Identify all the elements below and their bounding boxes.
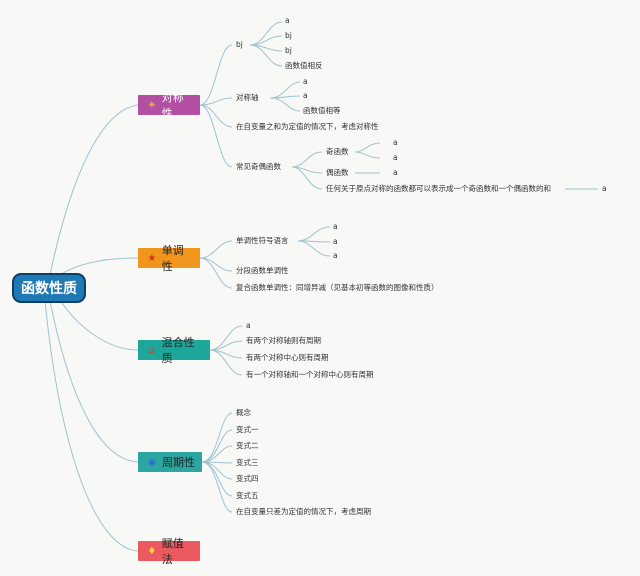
link-root-assign xyxy=(44,300,139,552)
branch-label: 单调性 xyxy=(161,244,184,273)
sparkle-icon: ☀ xyxy=(147,99,157,111)
topic-node[interactable]: a xyxy=(246,321,251,330)
house-icon: ⌂ xyxy=(148,344,155,356)
link-root-monotonic xyxy=(59,257,139,276)
topic-node[interactable]: 变式五 xyxy=(236,491,259,500)
topic-node[interactable]: 变式四 xyxy=(236,474,259,483)
topic-node[interactable]: 分段函数单调性 xyxy=(236,266,289,275)
globe-icon: ◉ xyxy=(147,456,157,468)
topic-node[interactable]: 在自变量之和为定值的情况下，考虑对称性 xyxy=(236,122,379,131)
branch-label: 混合性质 xyxy=(161,336,195,365)
topic-node[interactable]: 函数值相等 xyxy=(303,106,341,115)
topic-node[interactable]: 变式一 xyxy=(236,425,259,434)
link-root-period xyxy=(49,300,139,463)
topic-node[interactable]: a xyxy=(393,153,398,162)
topic-node[interactable]: bj xyxy=(285,46,292,55)
topic-node[interactable]: a xyxy=(602,184,607,193)
topic-node[interactable]: 变式二 xyxy=(236,441,259,450)
topic-node[interactable]: 有一个对称轴和一个对称中心则有周期 xyxy=(246,370,374,379)
topic-node[interactable]: 奇函数 xyxy=(326,147,349,156)
topic-node[interactable]: bj xyxy=(236,40,243,49)
root-node[interactable]: 函数性质 xyxy=(14,275,84,301)
link-root-symmetry xyxy=(49,104,139,276)
topic-node[interactable]: 任何关于原点对称的函数都可以表示成一个奇函数和一个偶函数的和 xyxy=(326,184,551,193)
topic-node[interactable]: 复合函数单调性：同增异减（见基本初等函数的图像和性质） xyxy=(236,283,439,292)
branch-label: 周期性 xyxy=(162,456,195,469)
branch-label: 赋值法 xyxy=(161,537,184,566)
star-icon: ★ xyxy=(147,252,157,264)
topic-node[interactable]: 概念 xyxy=(236,408,251,417)
topic-node[interactable]: 对称轴 xyxy=(236,93,259,102)
topic-node[interactable]: 变式三 xyxy=(236,458,259,467)
topic-node[interactable]: a xyxy=(333,222,338,231)
branch-mixed[interactable]: ⌂ 混合性质 xyxy=(138,336,210,365)
topic-node[interactable]: 在自变量只差为定值的情况下，考虑周期 xyxy=(236,507,371,516)
topic-node[interactable]: 常见奇偶函数 xyxy=(236,162,281,171)
topic-node[interactable]: a xyxy=(285,16,290,25)
topic-node[interactable]: 函数值相反 xyxy=(285,61,323,70)
topic-node[interactable]: 有两个对称中心则有周期 xyxy=(246,353,329,362)
link-root-mixed xyxy=(59,299,139,351)
topic-node[interactable]: a xyxy=(393,138,398,147)
topic-node[interactable]: 偶函数 xyxy=(326,168,349,177)
topic-node[interactable]: a xyxy=(393,168,398,177)
topic-node[interactable]: a xyxy=(303,77,308,86)
topic-node[interactable]: 单调性符号语言 xyxy=(236,236,289,245)
topic-node[interactable]: bj xyxy=(285,31,292,40)
branch-symmetry[interactable]: ☀ 对称性 xyxy=(138,91,200,120)
topic-node[interactable]: a xyxy=(333,237,338,246)
topic-node[interactable]: 有两个对称轴则有周期 xyxy=(246,336,321,345)
branch-monotonic[interactable]: ★ 单调性 xyxy=(138,244,200,273)
topic-node[interactable]: a xyxy=(303,91,308,100)
diamond-icon: ♦ xyxy=(147,545,157,557)
topic-node[interactable]: a xyxy=(333,251,338,260)
branch-label: 对称性 xyxy=(161,91,184,120)
branch-assign[interactable]: ♦ 赋值法 xyxy=(138,537,200,566)
branch-period[interactable]: ◉ 周期性 xyxy=(138,452,202,472)
